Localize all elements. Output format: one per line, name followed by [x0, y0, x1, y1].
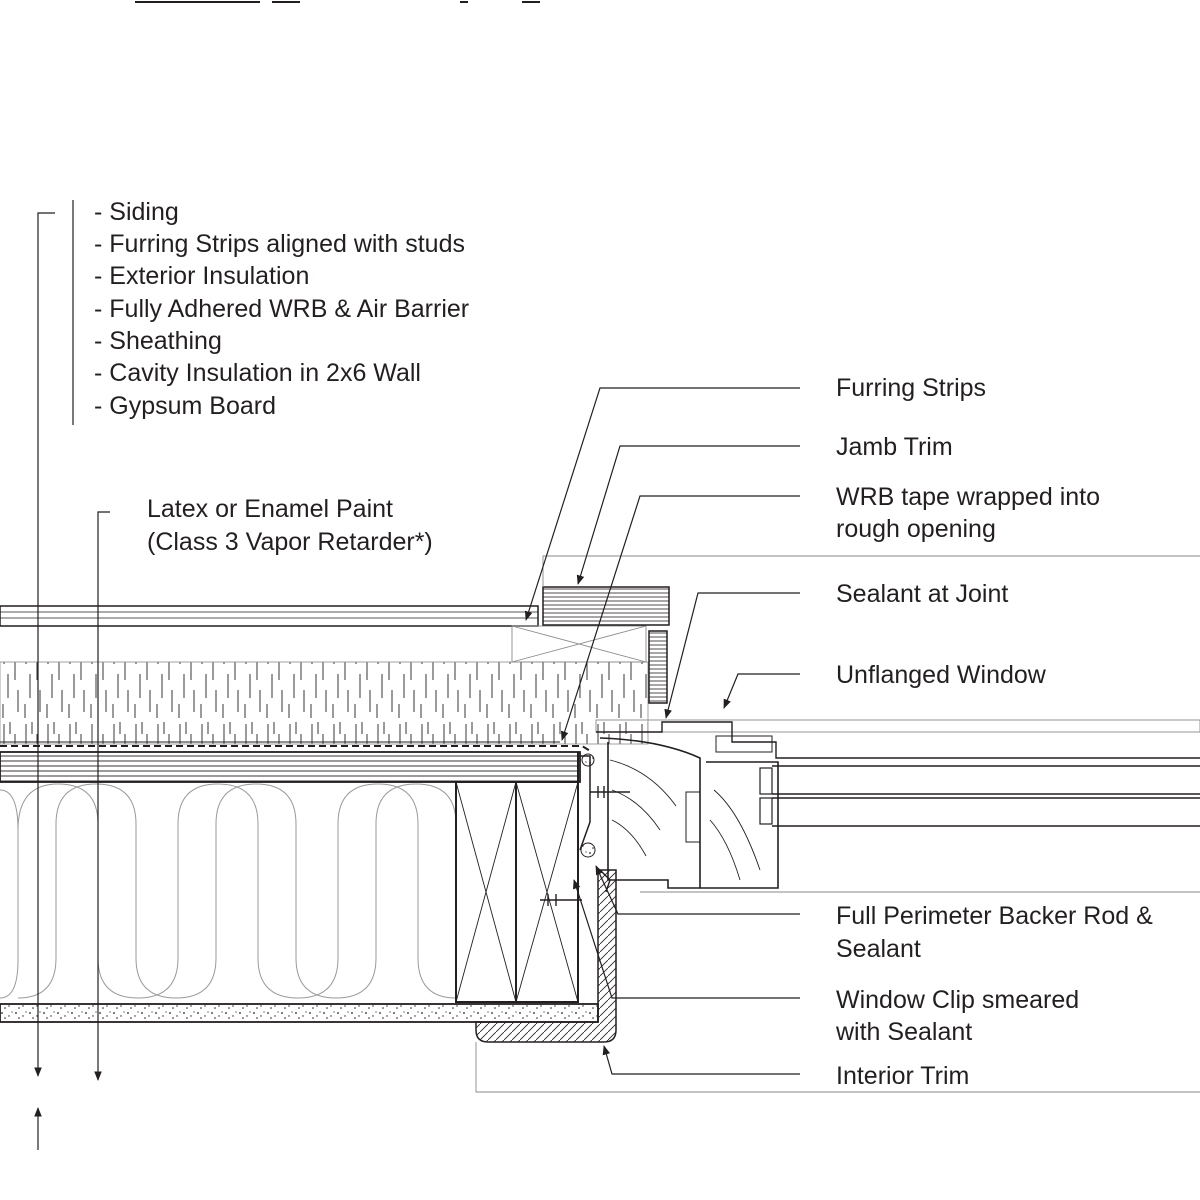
backer-rod-sealant	[581, 753, 595, 767]
assembly-item-sheathing: - Sheathing	[94, 327, 222, 355]
assembly-item-siding: - Siding	[94, 198, 179, 226]
label-wrb-tape-2: rough opening	[836, 515, 996, 543]
furring-strip	[511, 625, 647, 663]
sheathing	[0, 751, 581, 783]
paint-note-line2: (Class 3 Vapor Retarder*)	[147, 528, 433, 556]
cavity-insulation	[0, 783, 457, 999]
assembly-item-cavity-insulation: - Cavity Insulation in 2x6 Wall	[94, 359, 421, 387]
label-window-clip-1: Window Clip smeared	[836, 986, 1079, 1014]
assembly-item-ext-insulation: - Exterior Insulation	[94, 262, 309, 290]
label-jamb-trim: Jamb Trim	[836, 433, 953, 461]
paint-note: Latex or Enamel Paint (Class 3 Vapor Ret…	[147, 495, 433, 556]
callout-labels: Furring Strips Jamb Trim WRB tape wrappe…	[835, 374, 1153, 1090]
jamb-trim-return	[648, 630, 668, 704]
assembly-item-furring: - Furring Strips aligned with studs	[94, 230, 465, 258]
wall-studs	[455, 781, 579, 1003]
label-wrb-tape-1: WRB tape wrapped into	[836, 483, 1100, 511]
label-furring-strips: Furring Strips	[836, 374, 986, 402]
exterior-insulation	[0, 661, 649, 745]
assembly-list: - Siding - Furring Strips aligned with s…	[94, 198, 469, 420]
assembly-item-wrb: - Fully Adhered WRB & Air Barrier	[94, 295, 469, 323]
gypsum-board	[0, 1003, 599, 1023]
wrb-membrane	[0, 745, 593, 753]
label-window-clip-2: with Sealant	[835, 1018, 972, 1046]
jamb-trim	[542, 586, 670, 626]
wall-assembly	[0, 605, 649, 1043]
label-sealant-joint: Sealant at Joint	[836, 580, 1008, 608]
label-backer-rod-2: Sealant	[836, 935, 921, 963]
interior-trim	[475, 869, 617, 1043]
label-unflanged-window: Unflanged Window	[836, 661, 1047, 689]
reference-lines	[475, 555, 1200, 1093]
paint-note-line1: Latex or Enamel Paint	[147, 495, 393, 523]
siding	[0, 605, 539, 627]
unflanged-window	[595, 719, 1200, 893]
rough-opening-detail	[540, 752, 630, 1002]
label-interior-trim: Interior Trim	[836, 1062, 969, 1090]
label-backer-rod-1: Full Perimeter Backer Rod &	[836, 902, 1153, 930]
assembly-item-gypsum: - Gypsum Board	[94, 392, 276, 420]
leader-lines	[34, 200, 800, 1150]
